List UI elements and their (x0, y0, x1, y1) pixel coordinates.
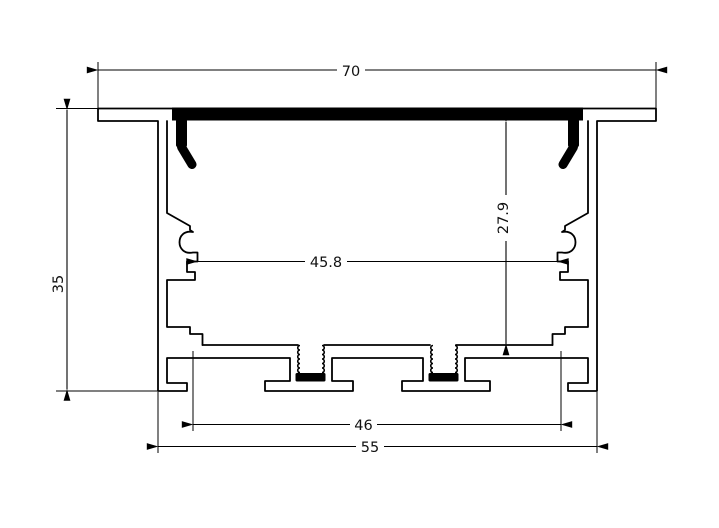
dimension-label: 45.8 (310, 255, 342, 271)
dimension-label: 70 (342, 64, 360, 80)
serration-left-edge (429, 344, 434, 378)
screw-boss-left (295, 344, 326, 382)
dimension-cavity-width: 45.8 (186, 254, 569, 271)
boss-bottom-fill (428, 373, 459, 382)
dimension-base-outer-width: 55 (146, 392, 609, 456)
dimension-label: 35 (51, 275, 67, 293)
inner-wall-left (166, 120, 204, 346)
label-background (305, 254, 347, 270)
dimension-cavity-depth: 27.9 (495, 110, 512, 356)
dimension-label: 46 (354, 418, 372, 434)
profile-outer-contour (97, 107, 657, 392)
serration-left-edge (296, 344, 301, 378)
dimension-overall-height: 35 (51, 98, 158, 401)
diffuser-clip-right (568, 119, 579, 147)
extension-lines (157, 392, 598, 453)
boss-bottom-fill (295, 373, 326, 382)
diffuser-plate (172, 107, 583, 121)
dimension-label: 55 (361, 440, 379, 456)
extension-lines (97, 62, 657, 108)
serration-right-edge (454, 344, 459, 378)
diffuser-clip-right-foot (558, 142, 578, 169)
label-background (495, 195, 511, 241)
diffuser-cover (172, 107, 583, 169)
screw-boss-right (428, 344, 459, 382)
label-background (337, 62, 365, 78)
dimension-label: 27.9 (496, 202, 512, 234)
extension-lines (192, 351, 562, 431)
label-background (356, 439, 384, 455)
diffuser-clip-left (176, 119, 187, 147)
serration-right-edge (321, 344, 326, 378)
label-background (350, 417, 377, 433)
extension-lines (56, 108, 158, 392)
inner-wall-right (551, 120, 589, 346)
diffuser-clip-left-foot (177, 142, 197, 169)
dimension-overall-width: 70 (86, 62, 668, 108)
dimension-base-inner-width: 46 (181, 351, 573, 434)
